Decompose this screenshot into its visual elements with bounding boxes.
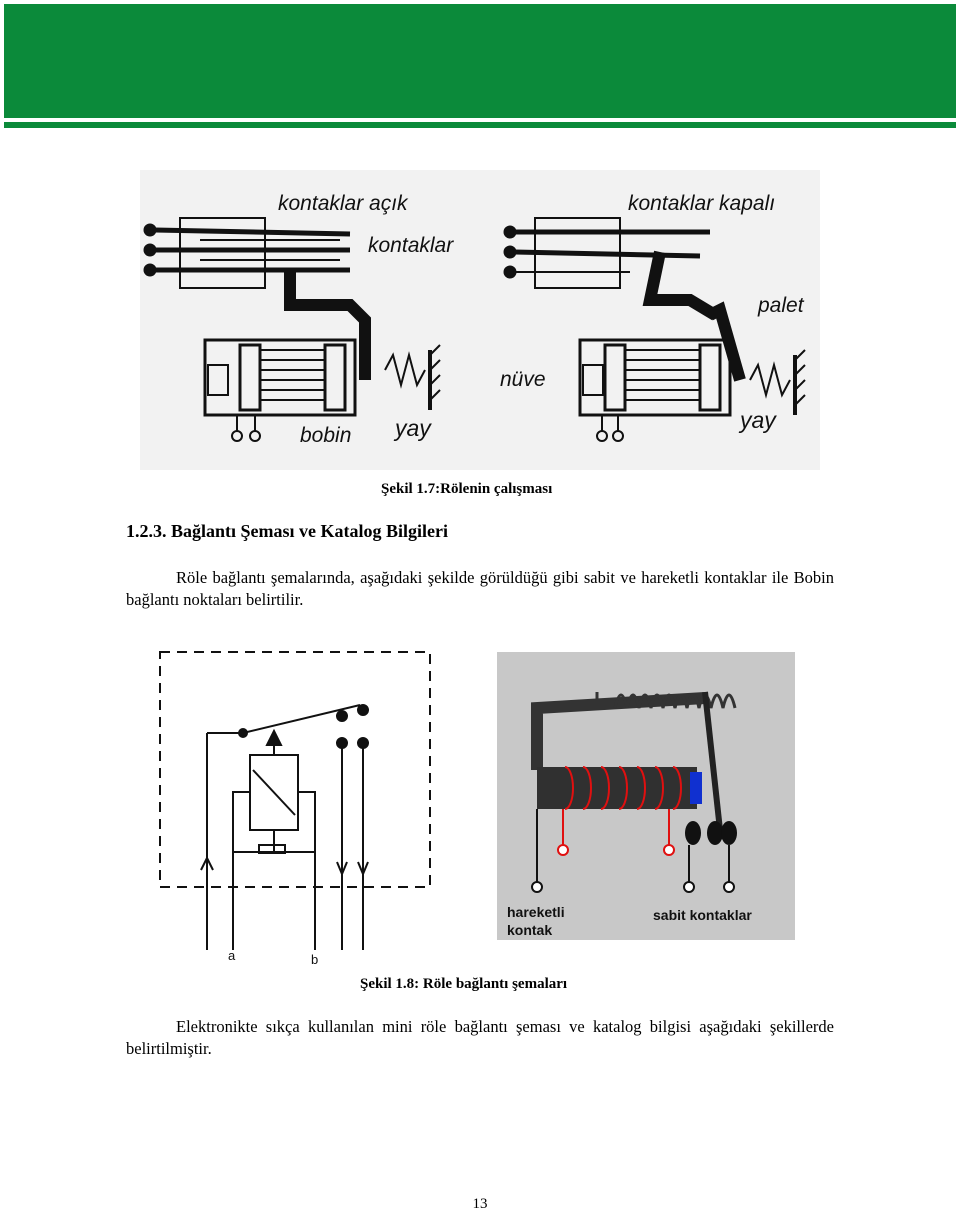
figure-1-8-caption: Şekil 1.8: Röle bağlantı şemaları xyxy=(360,976,568,992)
page-number: 13 xyxy=(472,1196,488,1212)
fixed-contacts-label: sabit kontaklar xyxy=(653,907,752,923)
label-contacts-open: kontaklar açık xyxy=(278,192,409,215)
moving-contact-label-line2: kontak xyxy=(507,922,552,938)
relay-schematic-left xyxy=(159,651,431,950)
label-spring-left: yay xyxy=(393,415,432,441)
relay-operation-figure: kontaklar açık kontaklar bobin yay konta… xyxy=(140,170,820,470)
terminal-a-label: a xyxy=(228,948,236,963)
label-coil: bobin xyxy=(300,424,351,447)
moving-contact-label-line1: hareketli xyxy=(507,904,565,920)
figure-1-7-caption: Şekil 1.7:Rölenin çalışması xyxy=(381,481,553,497)
header-band xyxy=(4,4,956,118)
paragraph-2: Elektronikte sıkça kullanılan mini röle … xyxy=(126,1016,834,1060)
relay-illustration-right xyxy=(497,652,795,940)
label-spring-right: yay xyxy=(738,407,777,433)
label-contacts: kontaklar xyxy=(368,234,454,257)
paragraph-2-text: Elektronikte sıkça kullanılan mini röle … xyxy=(126,1017,834,1058)
section-heading: 1.2.3. Bağlantı Şeması ve Katalog Bilgil… xyxy=(126,521,448,541)
terminal-b-label: b xyxy=(311,952,318,967)
relay-closed-drawing xyxy=(503,217,806,442)
relay-open-drawing xyxy=(143,217,441,442)
label-pallet: palet xyxy=(757,294,805,317)
paragraph-1: Röle bağlantı şemalarında, aşağıdaki şek… xyxy=(126,567,834,611)
label-contacts-closed: kontaklar kapalı xyxy=(628,192,775,215)
relay-schematic-figure: a b hareketli kontak sabit kontaklar xyxy=(159,651,795,967)
label-core: nüve xyxy=(500,368,546,391)
header-rule xyxy=(4,122,956,128)
paragraph-1-text: Röle bağlantı şemalarında, aşağıdaki şek… xyxy=(126,568,834,609)
